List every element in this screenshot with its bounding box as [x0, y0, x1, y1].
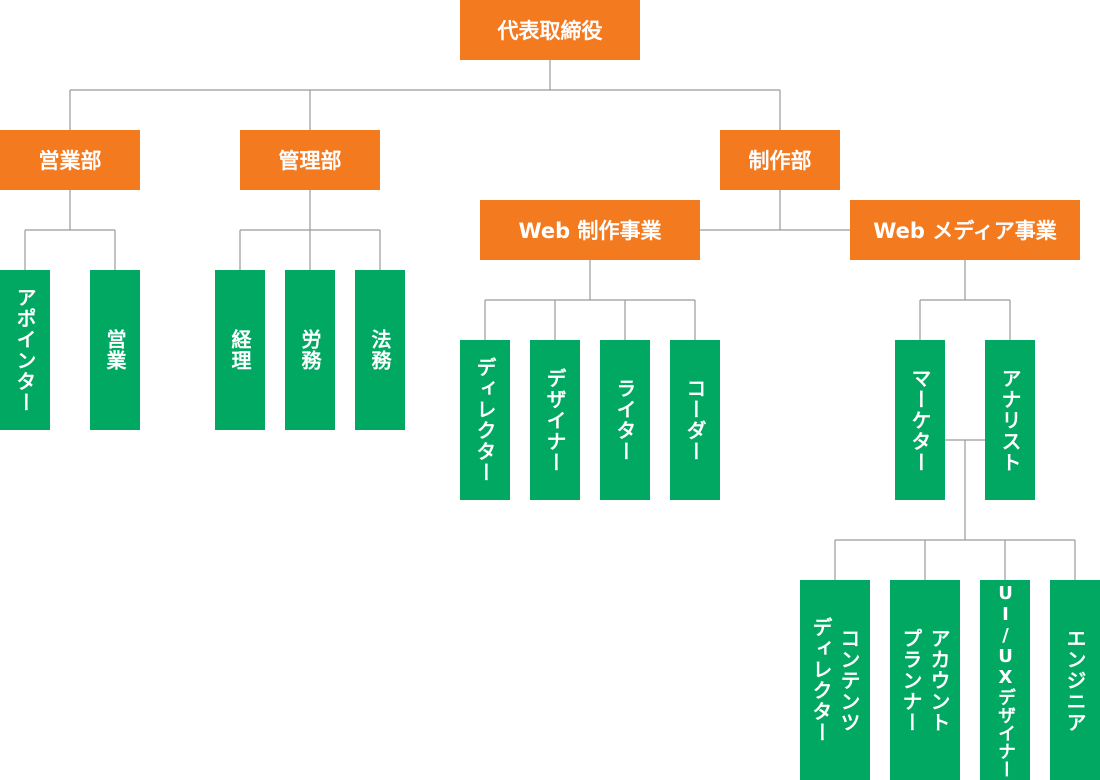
node-production-dept-label: 制作部: [748, 149, 812, 173]
node-uiux-designer-label: UI/UXデザイナー: [995, 582, 1016, 778]
node-root: 代表取締役: [460, 0, 640, 60]
node-web-media: Web メディア事業: [850, 200, 1080, 260]
node-keiri: 経理: [215, 270, 265, 430]
node-account-planner: アカウント プランナー: [890, 580, 960, 780]
node-director-label: ディレクター: [473, 357, 497, 483]
node-appointer: アポインター: [0, 270, 50, 430]
node-sales-dept: 営業部: [0, 130, 140, 190]
node-writer: ライター: [600, 340, 650, 500]
node-analyst-label: アナリスト: [998, 367, 1022, 473]
node-homu-label: 法務: [368, 329, 392, 371]
node-homu: 法務: [355, 270, 405, 430]
node-designer: デザイナー: [530, 340, 580, 500]
node-content-director-label: コンテンツ ディレクター: [809, 617, 861, 743]
node-analyst: アナリスト: [985, 340, 1035, 500]
node-content-director: コンテンツ ディレクター: [800, 580, 870, 780]
node-web-production-label: Web 制作事業: [518, 219, 662, 243]
node-keiri-label: 経理: [228, 329, 252, 371]
node-director: ディレクター: [460, 340, 510, 500]
node-designer-label: デザイナー: [543, 367, 567, 473]
node-marketer-label: マーケター: [908, 367, 932, 473]
node-appointer-label: アポインター: [13, 287, 37, 413]
node-admin-dept: 管理部: [240, 130, 380, 190]
node-uiux-designer: UI/UXデザイナー: [980, 580, 1030, 780]
node-root-label: 代表取締役: [497, 19, 603, 43]
node-account-planner-label: アカウント プランナー: [899, 627, 951, 733]
node-web-media-label: Web メディア事業: [873, 219, 1057, 243]
node-web-production: Web 制作事業: [480, 200, 700, 260]
node-romu-label: 労務: [298, 329, 322, 371]
node-eigyo-label: 営業: [103, 329, 127, 371]
node-engineer-label: エンジニア: [1063, 627, 1087, 733]
node-sales-dept-label: 営業部: [38, 149, 102, 173]
node-engineer: エンジニア: [1050, 580, 1100, 780]
node-coder: コーダー: [670, 340, 720, 500]
node-writer-label: ライター: [613, 378, 637, 462]
node-production-dept: 制作部: [720, 130, 840, 190]
node-coder-label: コーダー: [683, 378, 707, 462]
node-admin-dept-label: 管理部: [278, 149, 342, 173]
node-eigyo: 営業: [90, 270, 140, 430]
node-romu: 労務: [285, 270, 335, 430]
node-marketer: マーケター: [895, 340, 945, 500]
